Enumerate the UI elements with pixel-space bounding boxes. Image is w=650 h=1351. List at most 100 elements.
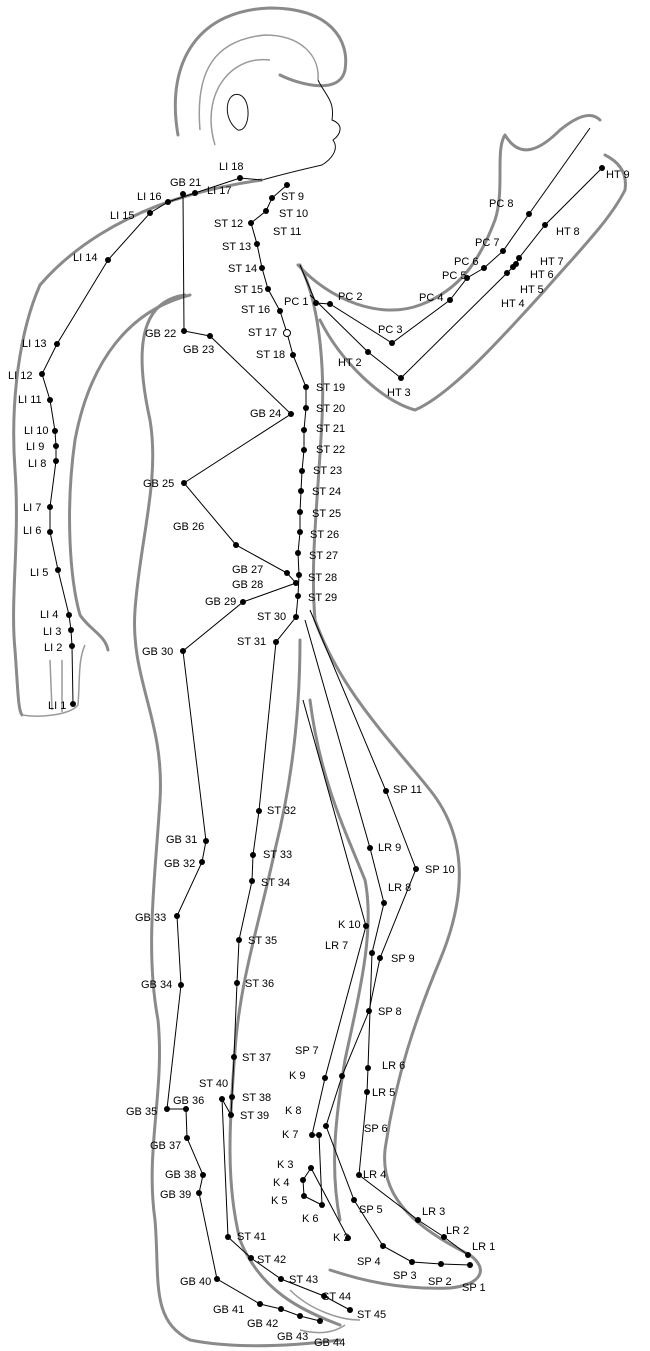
acupoint-label: ST 43 xyxy=(289,1274,318,1286)
acupoint-dot xyxy=(366,1008,372,1014)
acupoint-dot xyxy=(365,349,371,355)
acupoint-label: SP 7 xyxy=(295,1045,319,1057)
acupoint-gb-24: GB 24 xyxy=(250,408,294,420)
ear-outline xyxy=(226,94,249,131)
acupoint-label: HT 9 xyxy=(606,169,630,181)
acupoint-gb-35: GB 35 xyxy=(126,1106,170,1118)
acupoint-dot xyxy=(504,270,510,276)
acupoint-k-7: K 7 xyxy=(282,1129,322,1141)
acupoint-label: LR 2 xyxy=(446,1225,469,1237)
acupoint-dot xyxy=(380,1243,386,1249)
acupoint-label: SP 9 xyxy=(391,953,415,965)
acupoint-st-37: ST 37 xyxy=(231,1052,271,1064)
acupoint-dot xyxy=(398,375,404,381)
acupoint-dot xyxy=(542,222,548,228)
raised-arm-upper-outline xyxy=(296,114,602,312)
acupoint-dot xyxy=(283,329,291,337)
acupoint-sp-5: SP 5 xyxy=(351,1197,383,1216)
acupoint-label: ST 22 xyxy=(316,444,345,456)
acupoint-lr-7: LR 7 xyxy=(325,940,375,956)
acupoint-dot xyxy=(308,1165,314,1171)
acupoint-gb-38: GB 38 xyxy=(165,1169,206,1181)
acupoint-st-29: ST 29 xyxy=(295,592,337,604)
acupoint-label: HT 8 xyxy=(556,226,580,238)
acupoint-dot xyxy=(377,955,383,961)
acupoint-dot xyxy=(323,1123,329,1129)
acupoint-label: PC 6 xyxy=(454,256,478,268)
acupoint-st-44: ST 44 xyxy=(321,1291,351,1303)
acupoint-label: GB 33 xyxy=(135,912,166,924)
acupoint-dot xyxy=(47,397,53,403)
acupoint-label: SP 4 xyxy=(357,1256,381,1268)
acupoint-dot xyxy=(365,1065,371,1071)
acupoint-label: GB 21 xyxy=(170,177,201,189)
acupoint-sp-6: SP 6 xyxy=(323,1123,388,1135)
acupoint-dot xyxy=(228,1112,234,1118)
acupoint-gb-22: GB 22 xyxy=(145,328,187,340)
acupoint-dot xyxy=(52,428,58,434)
acupoint-ht-4: HT 4 xyxy=(501,270,525,310)
acupoint-label: ST 9 xyxy=(281,191,304,203)
acupoint-dot xyxy=(256,808,262,814)
acupoint-dot xyxy=(55,567,61,573)
acupoint-li-18: LI 18 xyxy=(219,161,243,181)
acupoint-label: ST 29 xyxy=(308,592,337,604)
sp-meridian-line xyxy=(309,609,471,1266)
acupoint-label: K 5 xyxy=(271,1195,288,1207)
acupoint-k-3: K 3 xyxy=(277,1159,314,1171)
acupoint-dot xyxy=(196,1190,202,1196)
acupoint-label: K 3 xyxy=(277,1159,294,1171)
acupoint-label: SP 11 xyxy=(393,784,422,796)
acupoint-label: LI 10 xyxy=(24,425,48,437)
acupoint-st-32: ST 32 xyxy=(256,805,296,817)
acupoint-li-8: LI 8 xyxy=(28,458,59,470)
acupoint-dot xyxy=(248,220,254,226)
acupoint-dot xyxy=(464,275,470,281)
acupoint-label: ST 36 xyxy=(245,978,274,990)
acupoint-gb-21: GB 21 xyxy=(170,177,201,197)
acupoint-dot xyxy=(317,1318,323,1324)
acupoint-label: GB 38 xyxy=(165,1169,196,1181)
foot-outline xyxy=(289,1289,361,1334)
acupoint-st-20: ST 20 xyxy=(303,403,345,415)
acupoint-dot xyxy=(249,878,255,884)
acupoint-st-22: ST 22 xyxy=(301,444,345,456)
acupoint-label: LR 7 xyxy=(325,940,348,952)
acupoint-lr-6: LR 6 xyxy=(365,1060,405,1072)
acupoint-li-7: LI 7 xyxy=(23,502,53,514)
acupoint-sp-2: SP 2 xyxy=(428,1261,452,1288)
acupoint-st-35: ST 35 xyxy=(236,935,277,947)
acupoint-dot xyxy=(447,297,453,303)
acupoint-lr-5: LR 5 xyxy=(364,1087,395,1099)
acupoint-dot xyxy=(284,570,290,576)
acupoint-dot xyxy=(237,175,243,181)
acupoint-dot xyxy=(303,405,309,411)
acupoint-li-9: LI 9 xyxy=(26,441,59,453)
acupoint-dot xyxy=(183,1106,189,1112)
acupoint-st-12: ST 12 xyxy=(214,218,254,230)
acupoint-li-17: LI 17 xyxy=(192,185,231,197)
acupoint-li-13: LI 13 xyxy=(22,338,60,350)
acupoint-dot xyxy=(465,1252,471,1258)
acupoint-dot xyxy=(192,190,198,196)
acupoint-label: K 6 xyxy=(302,1213,319,1225)
acupoint-dot xyxy=(229,1094,235,1100)
acupoint-pc-2: PC 2 xyxy=(327,291,362,307)
acupoint-label: ST 16 xyxy=(241,304,270,316)
acupoint-label: ST 27 xyxy=(309,550,338,562)
acupoint-dot xyxy=(599,165,605,171)
acupoint-label: ST 40 xyxy=(199,1078,228,1090)
acupoint-label: ST 35 xyxy=(248,935,277,947)
acupoint-label: GB 31 xyxy=(166,834,197,846)
lr-meridian-line xyxy=(304,619,469,1256)
acupoint-label: GB 41 xyxy=(213,1304,244,1316)
acupoint-dot xyxy=(500,248,506,254)
acupoint-k-2: K 2 xyxy=(333,1232,351,1244)
acupoint-st-23: ST 23 xyxy=(299,465,342,477)
acupoint-label: LR 9 xyxy=(378,842,401,854)
acupoint-lr-4: LR 4 xyxy=(356,1169,386,1181)
acupoint-label: SP 1 xyxy=(462,1282,486,1294)
acupoint-dot xyxy=(526,211,532,217)
acupoint-lr-9: LR 9 xyxy=(367,842,401,854)
acupoint-gb-34: GB 34 xyxy=(141,979,184,991)
